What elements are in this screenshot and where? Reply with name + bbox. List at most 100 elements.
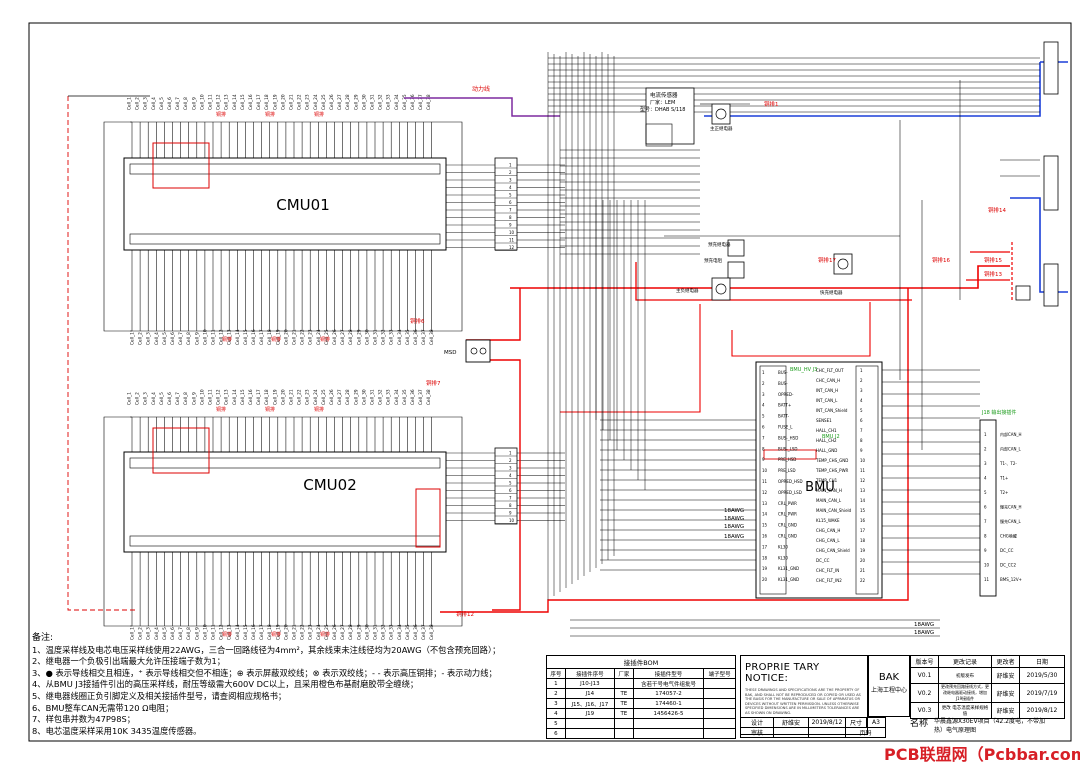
bmu-pin-label: KL30	[778, 544, 788, 549]
bmu-pin-label: CHG_CAN_Shield	[816, 548, 850, 553]
notice-title: PROPRIE TARY NOTICE:	[745, 662, 820, 684]
cell-label: Cell_28	[345, 389, 351, 405]
cell-label: Cell_29	[356, 329, 362, 345]
cell-label: Cell_21	[289, 94, 295, 110]
cell-label: Cell_7	[178, 332, 184, 345]
cell-label: Cell_29	[356, 624, 362, 640]
cell-label: Cell_27	[337, 94, 343, 110]
busbar-label: 铜排	[314, 111, 324, 118]
cell-label: Cell_36	[413, 329, 419, 345]
bmu-pin-number: 10	[860, 458, 866, 463]
busbar-label: 铜排	[222, 336, 232, 343]
hv-positive-line	[704, 62, 1041, 117]
bmu-pin-label: CHG_CAN_L	[816, 538, 840, 543]
cell-label: Cell_11	[211, 329, 217, 345]
cell-label: Cell_27	[340, 624, 346, 640]
bom-header-row: 序号 接插件序号 厂家 接插件型号 端子型号	[546, 668, 736, 679]
bmu-pin-label: BUS-_HSD	[778, 435, 798, 440]
power-line-label: 动力线	[472, 85, 490, 93]
bmu-pin-label: INT_CAN_H	[816, 388, 838, 393]
cell-label: Cell_13	[227, 329, 233, 345]
copper17-label: 铜排17	[818, 256, 836, 264]
cell-label: Cell_37	[421, 329, 427, 345]
bmu-pin-number: 12	[762, 490, 768, 495]
cell-label: Cell_24	[316, 624, 322, 640]
pin-number: 8	[509, 503, 512, 508]
cell-label: Cell_4	[154, 332, 160, 345]
cell-label: Cell_35	[402, 389, 408, 405]
note-line: 8、电芯温度采样采用10K 3435温度传感器。	[32, 725, 202, 736]
cell-label: Cell_23	[305, 94, 311, 110]
cell-label: Cell_28	[348, 329, 354, 345]
cell-label: Cell_34	[394, 94, 400, 110]
cell-label: Cell_11	[208, 94, 214, 110]
cell-label: Cell_7	[175, 392, 181, 405]
cell-label: Cell_24	[316, 329, 322, 345]
j18-pin-number: 4	[984, 476, 987, 481]
cell-label: Cell_34	[397, 624, 403, 640]
busbar-label: 铜排	[216, 111, 226, 118]
bmu-pin-label: OPRED-	[778, 392, 794, 397]
bmu-pin-label: BATT+	[778, 403, 791, 408]
bmu-pin-label: BUS-_LSD	[778, 446, 798, 451]
cell-label: Cell_37	[421, 624, 427, 640]
awg18-label-2: 18AWG	[724, 516, 744, 522]
harness-wires	[547, 52, 1040, 637]
cell-label: Cell_16	[251, 329, 257, 345]
bmu-pin-number: 6	[860, 418, 863, 423]
bmu-pin-number: 20	[762, 577, 768, 582]
cell-label: Cell_6	[167, 97, 173, 110]
quick-charge-relay: 快充继电器	[820, 253, 853, 296]
quick-charge-relay-label: 快充继电器	[820, 289, 843, 296]
cell-label: Cell_8	[183, 392, 189, 405]
cmu01-label: CMU01	[276, 196, 329, 214]
bmu-pin-label: CRL_GND	[778, 523, 797, 528]
bmu-pin-label: CRL_PWR	[778, 512, 797, 517]
bmu-pin-number: 16	[860, 518, 866, 523]
bmu-pin-label: KL31_GND	[778, 566, 799, 571]
cell-label: Cell_9	[191, 392, 197, 405]
cell-label: Cell_35	[402, 94, 408, 110]
bmu-pin-number: 8	[860, 438, 863, 443]
copper16-label: 铜排16	[932, 256, 950, 264]
cmu02-j4-highlight-box	[415, 488, 441, 548]
bmu-pin-number: 15	[860, 508, 866, 513]
cell-label: Cell_17	[256, 389, 262, 405]
pin-number: 3	[509, 466, 512, 471]
bmu-pin-number: 19	[762, 566, 768, 571]
cell-label: Cell_33	[386, 389, 392, 405]
pin-number: 3	[509, 178, 512, 183]
cell-label: Cell_20	[280, 389, 286, 405]
bmu-label: BMU	[805, 480, 835, 495]
cell-label: Cell_16	[248, 389, 254, 405]
hv-line-2	[1010, 197, 1068, 293]
j18-pin-label: DC_CC	[1000, 548, 1014, 553]
bmu-pin-label: BUS-	[778, 381, 788, 386]
bmu-pin-number: 9	[860, 448, 863, 453]
j18-pin-label: 慢充CAN_H	[1000, 504, 1022, 510]
busbar-label: 铜排	[271, 336, 281, 343]
bmu-pin-label: HALL_CH2	[816, 438, 837, 443]
cell-label: Cell_18	[267, 329, 273, 345]
cmu02-label: CMU02	[303, 476, 356, 494]
j18-pin-number: 7	[984, 519, 987, 524]
cell-label: Cell_25	[324, 624, 330, 640]
pin-number: 10	[509, 230, 515, 235]
cell-label: Cell_25	[321, 389, 327, 405]
cell-label: Cell_32	[378, 94, 384, 110]
j15-connector	[1043, 41, 1059, 95]
harness-loop	[103, 121, 132, 332]
cell-label: Cell_5	[159, 97, 165, 110]
cell-label: Cell_32	[381, 329, 387, 345]
bmu-pin-label: INT_CAN_Shield	[816, 408, 848, 413]
cell-label: Cell_37	[418, 389, 424, 405]
cell-label: Cell_9	[191, 97, 197, 110]
pin-number: 4	[509, 185, 512, 190]
cell-label: Cell_38	[429, 624, 435, 640]
j18-pin-number: 10	[984, 563, 990, 568]
